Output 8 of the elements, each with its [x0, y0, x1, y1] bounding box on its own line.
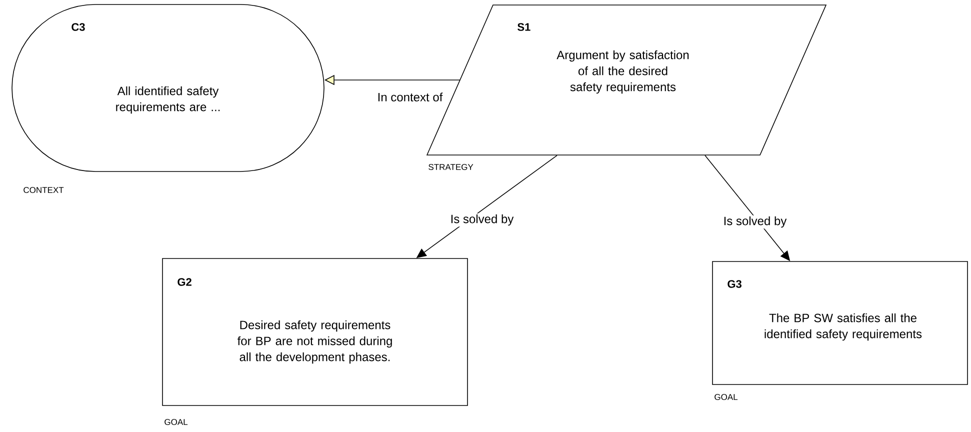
goal-box: G3 The BP SW satisfies all the identified safety requirements	[712, 261, 968, 385]
edge-label: Is solved by	[722, 215, 788, 229]
type-label: GOAL	[164, 419, 188, 425]
type-label: CONTEXT	[24, 187, 64, 193]
goal-box: G2 Desired safety requirements for BP are not missed during all the development phases.	[162, 258, 468, 406]
type-label: STRATEGY	[428, 164, 474, 170]
edge-label: Is solved by	[449, 213, 515, 227]
type-label: GOAL	[714, 394, 738, 400]
